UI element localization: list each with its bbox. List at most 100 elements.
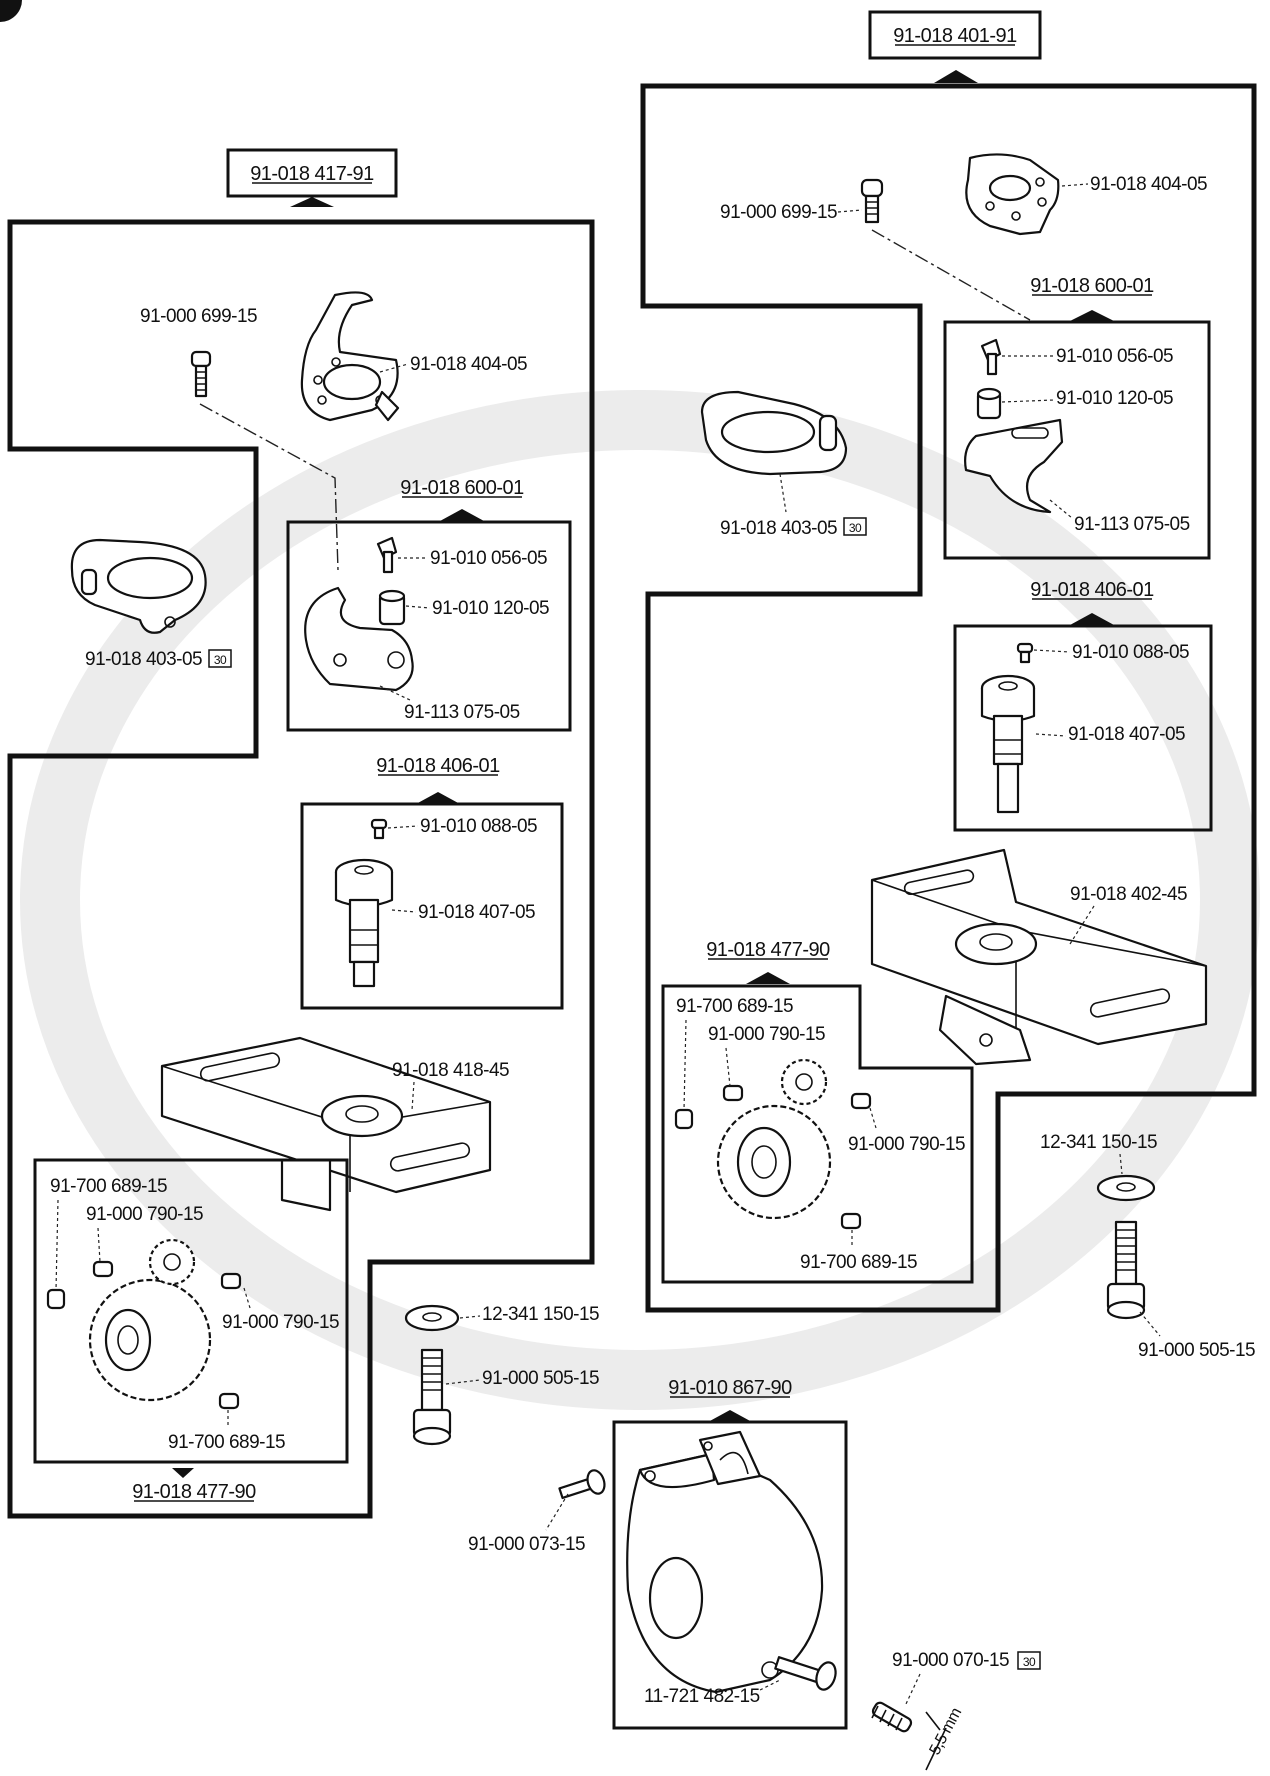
plate-icon <box>965 153 1060 236</box>
bolt-icon <box>1106 1220 1146 1320</box>
right-gs3-label: 91-000 790-15 <box>848 1134 965 1155</box>
left-bush-label: 91-010 120-05 <box>432 598 549 619</box>
right-gs1-label: 91-700 689-15 <box>676 996 793 1017</box>
left-gs1-label: 91-700 689-15 <box>50 1176 167 1197</box>
left-stud-box <box>300 802 564 1010</box>
clamp-icon <box>304 586 414 692</box>
right-assembly: 91-018 401-91 91-018 404-05 91-000 699-1… <box>640 10 1257 1313</box>
left-gear-title: 91-018 477-90 <box>132 1481 256 1503</box>
left-main-title: 91-018 417-91 <box>250 163 374 185</box>
bottom-housing-box <box>612 1420 848 1730</box>
left-gs2-label: 91-000 790-15 <box>86 1204 203 1225</box>
bottom-housing-title: 91-010 867-90 <box>668 1377 792 1399</box>
base-plate-icon <box>870 848 1208 1066</box>
bushing-icon <box>378 589 406 626</box>
right-clamp-box <box>943 320 1211 560</box>
center-washer-label: 12-341 150-15 <box>482 1304 599 1325</box>
watermark <box>20 390 1260 1410</box>
left-ring-label: 91-018 403-05 <box>85 649 202 670</box>
right-plate-label: 91-018 404-05 <box>1090 174 1207 195</box>
setscrew-icon <box>674 1084 872 1230</box>
right-stud-box <box>953 624 1213 832</box>
left-main-arrow <box>290 197 334 207</box>
badge-icon: 30 <box>208 649 232 668</box>
bottom-screw2-label: 11-721 482-15 <box>644 1686 760 1707</box>
screw-icon <box>871 1701 913 1733</box>
screw-icon <box>860 178 884 224</box>
screw-icon <box>774 1656 837 1691</box>
svg-text:30: 30 <box>214 653 227 667</box>
right-main-title: 91-018 401-91 <box>893 25 1017 47</box>
right-gs2-label: 91-000 790-15 <box>708 1024 825 1045</box>
left-main-title-box <box>226 148 398 198</box>
gear-icon <box>716 1058 832 1220</box>
svg-text:30: 30 <box>1023 1655 1036 1669</box>
housing-icon <box>626 1430 824 1694</box>
right-setscrew-label: 91-010 088-05 <box>1072 642 1189 663</box>
left-stud-label: 91-018 407-05 <box>418 902 535 923</box>
left-stud-title: 91-018 406-01 <box>376 755 500 777</box>
clamp-icon <box>964 418 1064 514</box>
left-clamp-box <box>286 520 572 732</box>
right-base-label: 91-018 402-45 <box>1070 884 1187 905</box>
right-fasteners: 12-341 150-15 91-000 505-15 <box>1040 1132 1256 1361</box>
right-gs4-label: 91-700 689-15 <box>800 1252 917 1273</box>
bolt-icon <box>412 1348 452 1446</box>
stud-icon <box>980 674 1036 814</box>
badge-icon: 30 <box>1017 1651 1041 1670</box>
setscrew-icon <box>1016 642 1034 664</box>
washer-icon <box>1096 1174 1156 1202</box>
setscrew-icon <box>370 818 388 840</box>
small-screw-assembly: 91-000 070-15 30 5,5 mm <box>871 1650 1041 1771</box>
left-assembly-outline <box>7 219 595 1519</box>
bottom-screw-label: 91-000 073-15 <box>468 1534 585 1555</box>
left-screw-top-label: 91-000 699-15 <box>140 306 257 327</box>
bottom-screw3-label: 91-000 070-15 <box>892 1650 1009 1671</box>
left-plate-label: 91-018 404-05 <box>410 354 527 375</box>
bottom-housing-assembly: 91-010 867-90 91-000 073-15 11-721 482-1… <box>468 1377 848 1730</box>
left-clamp-title: 91-018 600-01 <box>400 477 524 499</box>
bushing-icon <box>976 387 1002 420</box>
right-stud-label: 91-018 407-05 <box>1068 724 1185 745</box>
right-stud-title: 91-018 406-01 <box>1030 579 1154 601</box>
left-setscrew-label: 91-010 088-05 <box>420 816 537 837</box>
right-clamp-label: 91-113 075-05 <box>1074 514 1190 535</box>
gear-icon <box>88 1238 212 1402</box>
left-gs3-label: 91-000 790-15 <box>222 1312 339 1333</box>
base-plate-icon <box>160 1036 492 1212</box>
svg-text:30: 30 <box>849 521 862 535</box>
ring-icon <box>70 538 207 634</box>
right-screw-top-label: 91-000 699-15 <box>720 202 837 223</box>
right-bolt-label: 91-000 505-15 <box>1138 1340 1255 1361</box>
right-bush-label: 91-010 120-05 <box>1056 388 1173 409</box>
stud-icon <box>334 858 394 988</box>
plate-icon <box>300 291 400 422</box>
pin-icon <box>980 338 1002 376</box>
washer-icon <box>404 1304 460 1332</box>
dimension-label: 5,5 mm <box>927 1705 966 1758</box>
right-ring-label: 91-018 403-05 <box>720 518 837 539</box>
ring-icon <box>700 390 848 476</box>
left-assembly: 91-018 417-91 91-000 699-15 91-018 404-0… <box>7 148 595 1519</box>
screw-icon <box>558 1469 606 1500</box>
left-clamp-label: 91-113 075-05 <box>404 702 520 723</box>
right-main-title-box <box>868 10 1042 60</box>
left-gs4-label: 91-700 689-15 <box>168 1432 285 1453</box>
corner-mark <box>0 0 22 22</box>
right-washer-label: 12-341 150-15 <box>1040 1132 1157 1153</box>
right-pin-label: 91-010 056-05 <box>1056 346 1173 367</box>
right-gear-box <box>661 984 974 1284</box>
screw-icon <box>190 350 212 398</box>
pin-icon <box>376 536 398 574</box>
left-gear-box <box>33 1158 349 1464</box>
setscrew-icon <box>46 1260 242 1410</box>
right-assembly-outline <box>640 83 1257 1313</box>
left-pin-label: 91-010 056-05 <box>430 548 547 569</box>
left-base-label: 91-018 418-45 <box>392 1060 509 1081</box>
right-gear-title: 91-018 477-90 <box>706 939 830 961</box>
right-clamp-title: 91-018 600-01 <box>1030 275 1154 297</box>
badge-icon: 30 <box>843 517 867 536</box>
center-fasteners: 12-341 150-15 91-000 505-15 <box>404 1304 600 1446</box>
center-bolt-label: 91-000 505-15 <box>482 1368 599 1389</box>
